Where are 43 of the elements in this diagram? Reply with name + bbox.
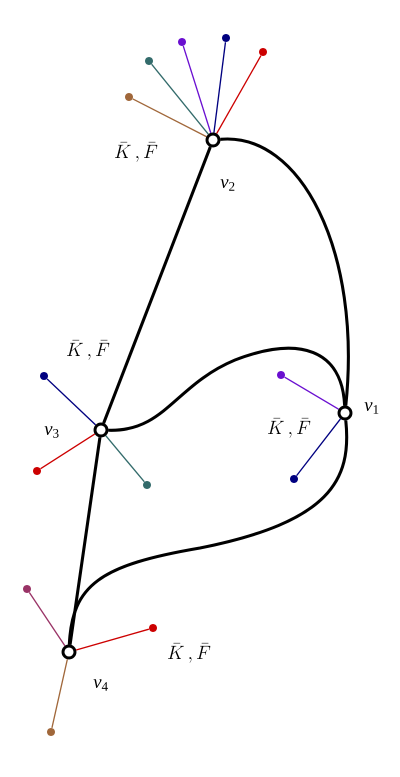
endpoint-dot (125, 93, 133, 101)
vertex-label: v$_{2}$ (220, 179, 234, 191)
graph-edge (108, 346, 346, 432)
endpoint-dot (145, 57, 153, 65)
vertex-circle (62, 644, 76, 660)
vertex-circle (206, 132, 220, 148)
endpoint-dot (277, 371, 285, 379)
vertex-label: v$_{4}$ (94, 679, 108, 691)
vertex-circle (338, 406, 352, 420)
graph-edge (213, 42, 226, 133)
graph-edge (220, 138, 350, 406)
graph-edge (216, 55, 262, 134)
endpoint-dot (178, 38, 186, 46)
endpoint-dot (222, 34, 230, 42)
set-label: $\bar{K}\,,\bar{F}$ (67, 340, 110, 360)
graph-edge (284, 376, 339, 410)
graph-edge (28, 592, 66, 646)
endpoint-dot (143, 481, 151, 489)
vertex-label: v$_{3}$ (44, 426, 59, 438)
graph-edge (46, 378, 96, 426)
graph-edge (68, 437, 102, 645)
graph-edge (132, 98, 207, 138)
endpoint-dot (149, 624, 157, 632)
endpoint-dot (40, 372, 48, 380)
vertex-circle (94, 422, 108, 438)
graph-edge (296, 418, 341, 476)
graph-edge (182, 46, 212, 134)
endpoint-dot (290, 475, 298, 483)
graph-edge (105, 435, 145, 482)
graph-edge (51, 659, 68, 728)
vertex-label: v$_{1}$ (364, 402, 378, 414)
set-label: $\bar{K}\,,\bar{F}$ (268, 418, 310, 438)
endpoint-dot (33, 467, 41, 475)
endpoint-dot (259, 48, 267, 56)
set-label: $\bar{K}\,,\bar{F}$ (115, 142, 158, 162)
graph-edge (76, 628, 150, 651)
endpoint-dot (47, 728, 55, 736)
set-label: $\bar{K}\,,\bar{F}$ (168, 642, 210, 663)
endpoint-dot (23, 585, 31, 593)
graph-edge (102, 146, 212, 424)
graph-edge (40, 433, 96, 470)
graph-edge (151, 64, 209, 135)
graph-edge (68, 420, 348, 645)
